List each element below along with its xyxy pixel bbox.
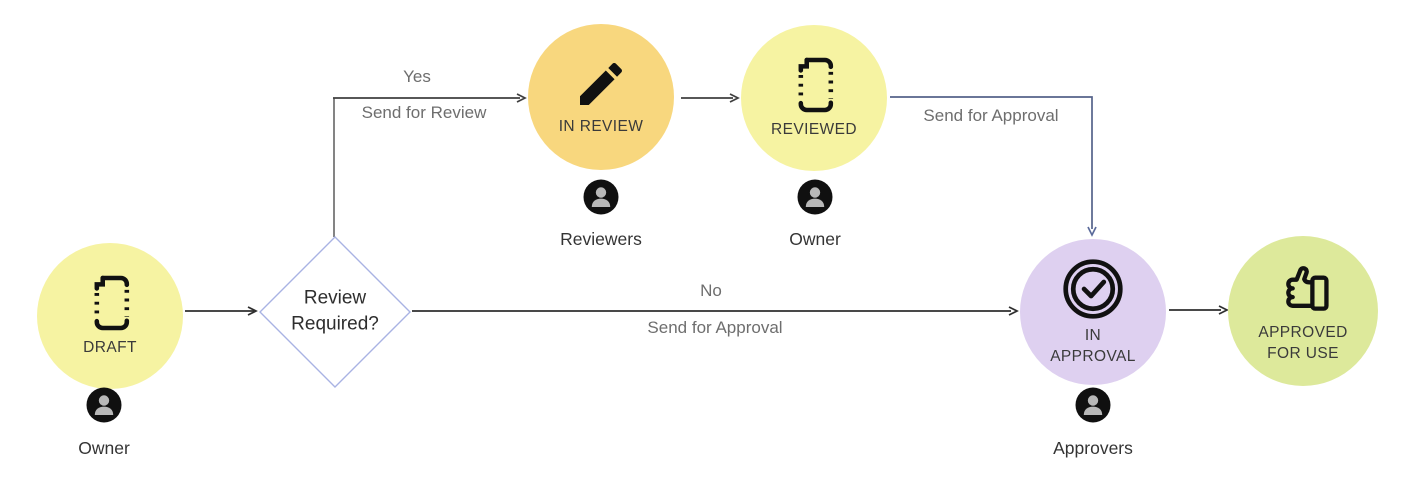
person-icon	[583, 179, 619, 215]
node-approved-for-use-label: APPROVED FOR USE	[1258, 324, 1348, 362]
thumbs-up-icon	[1286, 266, 1329, 312]
node-in-review-label: IN REVIEW	[558, 118, 644, 136]
person-icon	[1075, 387, 1111, 423]
edge-label-send-for-review: Send for Review	[361, 103, 487, 122]
node-in-approval-label: IN APPROVAL	[1050, 327, 1136, 365]
node-reviewed: REVIEWED	[741, 25, 887, 171]
node-approved-for-use: APPROVED FOR USE	[1228, 236, 1378, 386]
person-icon	[86, 387, 122, 423]
edge-label-send-for-approval-bottom: Send for Approval	[647, 318, 783, 337]
person-icon	[797, 179, 833, 215]
edge-label-no: No	[700, 281, 722, 300]
actor-label-reviewers: Reviewers	[560, 229, 642, 249]
edge-in-review-to-reviewed-arrowhead	[729, 93, 740, 103]
document-dashed-icon	[798, 58, 834, 113]
pencil-icon	[580, 63, 623, 106]
decision-label: Review Required?	[291, 287, 379, 334]
node-draft-label: DRAFT	[83, 339, 137, 357]
document-dashed-icon	[94, 276, 130, 331]
actor-label-reviewed-owner: Owner	[789, 229, 841, 249]
edge-yes-branch-arrowhead	[516, 93, 527, 103]
edge-label-yes: Yes	[403, 67, 431, 86]
node-in-review: IN REVIEW	[528, 24, 674, 170]
edge-draft-to-decision-arrowhead	[247, 306, 258, 316]
actor-label-approvers: Approvers	[1053, 438, 1133, 458]
approval-seal-icon	[1063, 259, 1123, 320]
node-in-approval: IN APPROVAL	[1020, 239, 1166, 385]
node-reviewed-label: REVIEWED	[771, 121, 857, 139]
actor-label-draft-owner: Owner	[78, 438, 130, 458]
edge-label-send-for-approval-top: Send for Approval	[923, 106, 1059, 125]
node-draft: DRAFT	[37, 243, 183, 389]
edge-reviewed-to-in-approval-arrowhead	[1087, 226, 1097, 237]
edge-no-branch-arrowhead	[1008, 306, 1019, 316]
edge-in-approval-to-approved-arrowhead	[1218, 305, 1229, 315]
